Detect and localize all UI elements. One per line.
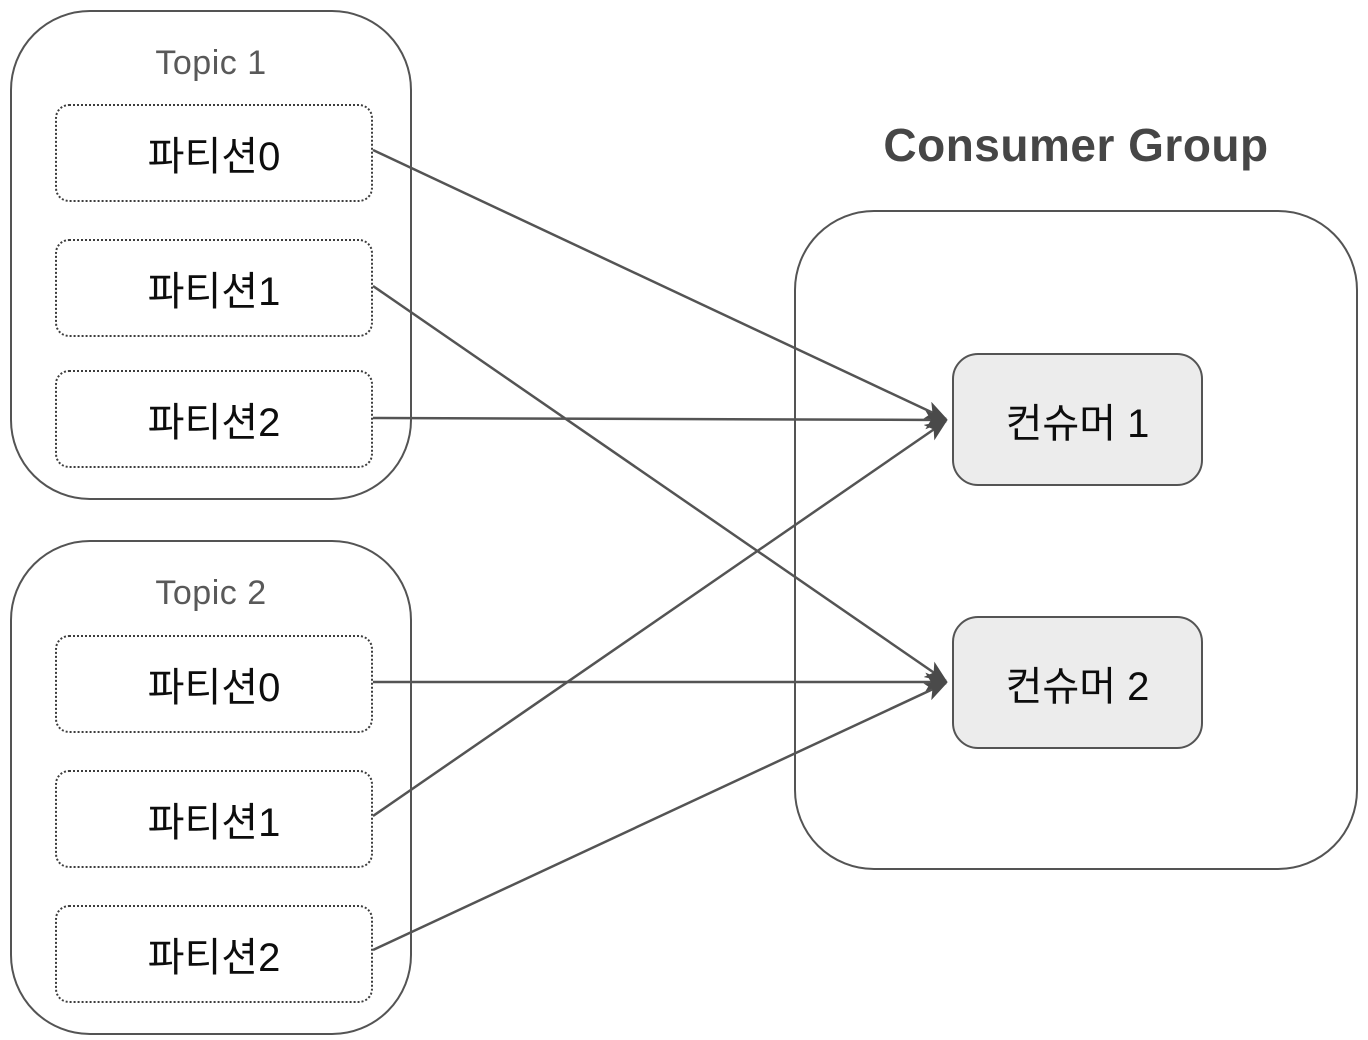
topic-1-title: Topic 1 [155, 44, 267, 82]
topic-1-partition-0: 파티션0 [55, 104, 373, 202]
consumer-group-box [794, 210, 1358, 870]
topic-1-box: Topic 1 파티션0 파티션1 파티션2 [10, 10, 412, 500]
topic-2-title: Topic 2 [155, 574, 267, 612]
topic-2-partition-2: 파티션2 [55, 905, 373, 1003]
topic-2-partition-0: 파티션0 [55, 635, 373, 733]
consumer-2-box: 컨슈머 2 [952, 616, 1203, 749]
consumer-group-title: Consumer Group [883, 119, 1269, 171]
topic-2-partition-1: 파티션1 [55, 770, 373, 868]
topic-2-box: Topic 2 파티션0 파티션1 파티션2 [10, 540, 412, 1035]
topic-1-partition-2: 파티션2 [55, 370, 373, 468]
consumer-1-box: 컨슈머 1 [952, 353, 1203, 486]
topic-1-partition-1: 파티션1 [55, 239, 373, 337]
